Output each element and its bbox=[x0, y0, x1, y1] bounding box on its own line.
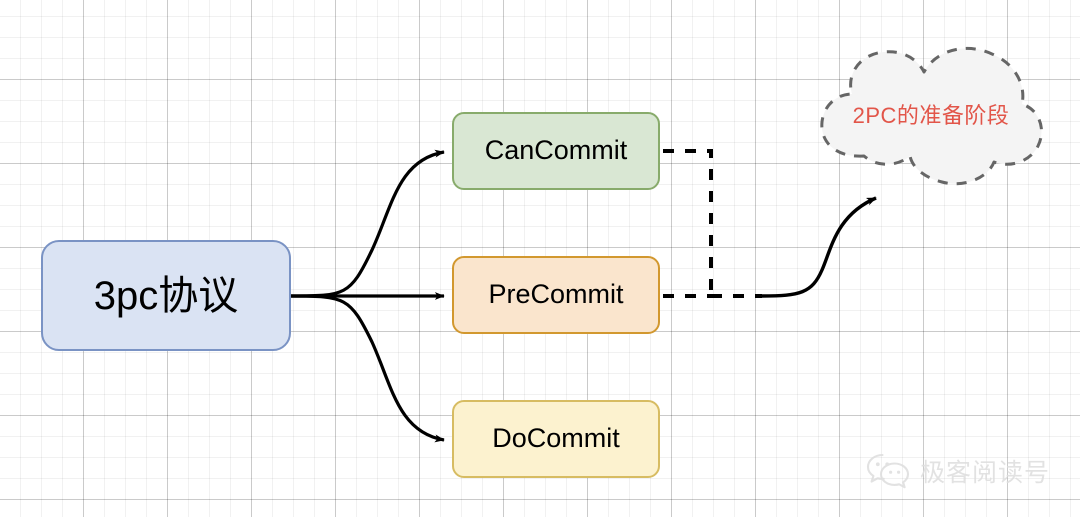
watermark-text: 极客阅读号 bbox=[920, 459, 1051, 487]
node-docommit[interactable]: DoCommit bbox=[452, 400, 660, 478]
watermark: 极客阅读号 bbox=[866, 452, 1050, 490]
node-precommit-label: PreCommit bbox=[488, 279, 624, 310]
wechat-icon bbox=[866, 453, 910, 489]
node-root-label: 3pc协议 bbox=[93, 273, 239, 318]
edge-cancommit-bracket bbox=[663, 149, 713, 296]
edge-root-to-docommit bbox=[290, 294, 445, 443]
node-docommit-label: DoCommit bbox=[492, 423, 620, 454]
edge-junction-to-cloud bbox=[711, 196, 877, 298]
node-cancommit-label: CanCommit bbox=[484, 135, 628, 166]
edge-root-to-cancommit bbox=[290, 149, 445, 298]
node-cloud-2pc-prepare-phase[interactable]: 2PC的准备阶段 bbox=[812, 38, 1050, 190]
node-precommit[interactable]: PreCommit bbox=[452, 256, 660, 334]
node-cancommit[interactable]: CanCommit bbox=[452, 112, 660, 190]
node-cloud-label: 2PC的准备阶段 bbox=[852, 103, 1010, 128]
cloud-shape bbox=[820, 46, 1043, 186]
node-root-3pc[interactable]: 3pc协议 bbox=[41, 240, 291, 351]
